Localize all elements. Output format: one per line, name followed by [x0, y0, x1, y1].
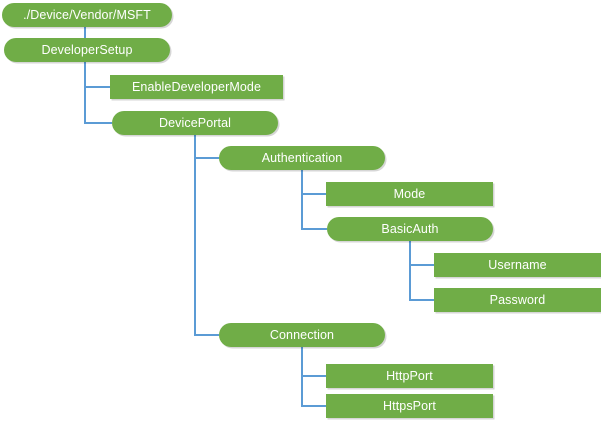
node-box-developer-setup[interactable]: [4, 38, 170, 62]
connector-authentication-to-basic-auth: [301, 170, 327, 230]
connector-layer: [84, 27, 434, 407]
node-developer-setup[interactable]: DeveloperSetup: [4, 38, 172, 64]
connector-basic-auth-to-password: [409, 241, 434, 301]
connector-developer-setup-to-device-portal: [84, 62, 112, 124]
node-label-device-portal: DevicePortal: [159, 116, 231, 130]
node-label-mode: Mode: [394, 187, 426, 201]
node-box-connection[interactable]: [219, 323, 385, 347]
node-label-root: ./Device/Vendor/MSFT: [23, 8, 151, 22]
node-authentication[interactable]: Authentication: [219, 146, 387, 172]
node-box-device-portal[interactable]: [112, 111, 278, 135]
connector-basic-auth-to-username: [409, 241, 434, 266]
node-label-enable-developer-mode: EnableDeveloperMode: [132, 80, 261, 94]
node-box-basic-auth[interactable]: [327, 217, 493, 241]
node-root[interactable]: ./Device/Vendor/MSFT: [2, 3, 174, 29]
node-label-https-port: HttpsPort: [383, 399, 436, 413]
node-enable-developer-mode[interactable]: EnableDeveloperMode: [110, 75, 285, 101]
node-label-connection: Connection: [270, 328, 334, 342]
node-label-authentication: Authentication: [262, 151, 343, 165]
node-box-authentication[interactable]: [219, 146, 385, 170]
connector-authentication-to-mode: [301, 170, 326, 195]
node-label-http-port: HttpPort: [386, 369, 433, 383]
node-https-port[interactable]: HttpsPort: [326, 394, 495, 420]
node-label-basic-auth: BasicAuth: [381, 222, 438, 236]
node-box-enable-developer-mode[interactable]: [110, 75, 283, 99]
node-username[interactable]: Username: [434, 253, 601, 279]
connector-device-portal-to-connection: [194, 135, 219, 336]
connector-device-portal-to-authentication: [194, 135, 219, 159]
connector-developer-setup-to-enable-developer-mode: [84, 62, 110, 88]
node-http-port[interactable]: HttpPort: [326, 364, 495, 390]
node-box-https-port[interactable]: [326, 394, 493, 418]
node-box-password[interactable]: [434, 288, 601, 312]
node-password[interactable]: Password: [434, 288, 601, 314]
node-box-http-port[interactable]: [326, 364, 493, 388]
node-box-root[interactable]: [2, 3, 172, 27]
node-mode[interactable]: Mode: [326, 182, 495, 208]
connector-connection-to-http-port: [301, 347, 326, 377]
node-layer: ./Device/Vendor/MSFT DeveloperSetupEnable…: [2, 3, 601, 420]
connector-connection-to-https-port: [301, 347, 326, 407]
node-connection[interactable]: Connection: [219, 323, 387, 349]
node-device-portal[interactable]: DevicePortal: [112, 111, 280, 137]
node-box-username[interactable]: [434, 253, 601, 277]
node-basic-auth[interactable]: BasicAuth: [327, 217, 495, 243]
node-box-mode[interactable]: [326, 182, 493, 206]
node-label-password: Password: [490, 293, 546, 307]
node-label-developer-setup: DeveloperSetup: [41, 43, 132, 57]
node-label-username: Username: [488, 258, 546, 272]
